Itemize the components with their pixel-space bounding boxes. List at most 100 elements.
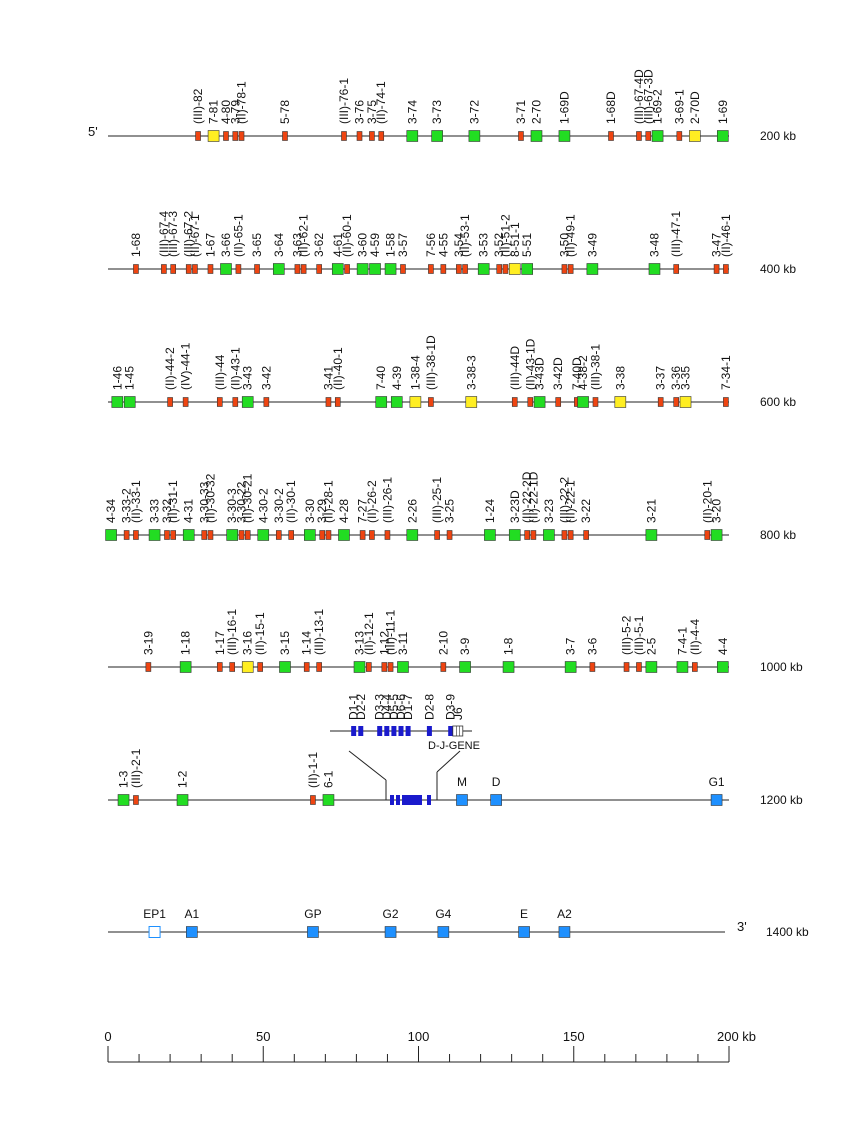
v-gene-box: [207, 264, 214, 274]
gene-label: 4-30-2: [256, 488, 270, 523]
d-cluster-box: [402, 795, 406, 805]
gene-label: 3-49: [585, 233, 599, 257]
v-gene-box: [359, 530, 366, 540]
v-gene-box: [716, 661, 729, 673]
v-gene-box: [235, 264, 242, 274]
v-gene-box: [216, 397, 223, 407]
v-gene-box: [406, 529, 419, 541]
v-gene-box: [282, 131, 288, 141]
gene-label: 3-71: [514, 100, 528, 124]
gene-label: 4-39: [390, 366, 404, 390]
gene-label: 3-75: [365, 100, 379, 124]
gene-label: 3-33-2: [120, 488, 134, 523]
gene-label: (II)-74-1: [374, 81, 388, 124]
v-gene-box: [148, 529, 161, 541]
gene-label: (II)-43-1D: [523, 338, 537, 390]
gene-label: 3-60: [356, 233, 370, 257]
gene-label: 3-73: [430, 100, 444, 124]
row-end-label: 1000 kb: [760, 660, 803, 674]
v-gene-box: [272, 263, 285, 275]
v-gene-box: [254, 264, 260, 274]
v-gene-box: [325, 530, 332, 540]
v-gene-box: [692, 662, 698, 672]
v-gene-box: [123, 396, 136, 408]
v-gene-box: [304, 529, 316, 541]
gene-label: (III)-44: [213, 354, 227, 390]
v-gene-box: [341, 131, 347, 141]
gene-label: 3-15: [278, 631, 292, 655]
gene-label: (II)-4-4: [688, 619, 702, 655]
v-gene-box: [207, 130, 220, 142]
d-segment-label: D1-1: [347, 694, 361, 720]
v-gene-box: [303, 662, 310, 672]
gene-label: (II)-20-1: [700, 480, 714, 523]
gene-label: 3-38-3: [464, 355, 478, 390]
gene-label: 6-1: [321, 770, 335, 788]
constant-gene-box: [186, 926, 198, 938]
gene-label: (II)-67-1: [188, 214, 202, 257]
gene-label: (II)-31-1: [166, 480, 180, 523]
constant-gene-box: [518, 926, 530, 938]
v-gene-box: [428, 264, 434, 274]
v-gene-box: [651, 130, 664, 142]
gene-label: 2-10: [436, 631, 450, 655]
d-segment-label: D6-6: [394, 694, 408, 720]
gene-label: 3-53: [477, 233, 491, 257]
gene-label: 3-30-33: [197, 481, 211, 523]
gene-label: EP1: [143, 907, 166, 921]
scale-tick-label: 50: [256, 1029, 270, 1044]
gene-label: 3-30-22: [235, 481, 249, 523]
v-gene-box: [462, 264, 468, 274]
d-cluster-box: [427, 795, 431, 805]
d-cluster-box: [396, 795, 400, 805]
d-segment-label: D2-2: [354, 694, 368, 720]
v-gene-box: [232, 397, 239, 407]
gene-label: 3-47: [710, 233, 724, 257]
v-gene-box: [316, 662, 322, 672]
gene-label: GP: [304, 907, 321, 921]
gene-label: 3-66: [219, 233, 233, 257]
v-gene-box: [518, 131, 524, 141]
v-gene-box: [216, 662, 223, 672]
gene-label: 4-28: [337, 499, 351, 523]
v-gene-box: [257, 529, 270, 541]
gene-label: (III)-67-4D: [632, 69, 646, 124]
gene-label: (III)-67-3D: [641, 69, 655, 124]
gene-label: 4-38-2: [576, 355, 590, 390]
gene-label: 4-59: [368, 233, 382, 257]
v-gene-box: [263, 397, 270, 407]
v-gene-box: [704, 530, 711, 540]
d-segment-label: J6: [451, 707, 465, 720]
d-cluster-box: [418, 795, 422, 805]
v-gene-box: [179, 661, 192, 673]
gene-label: (II)-26-2: [365, 480, 379, 523]
gene-label: 1-45: [123, 366, 137, 390]
v-gene-box: [543, 529, 555, 541]
gene-label: (II)-53-1: [458, 214, 472, 257]
v-gene-box: [238, 530, 245, 540]
constant-gene-box: [456, 794, 468, 806]
v-gene-box: [331, 263, 344, 275]
gene-label: 3-23: [542, 499, 556, 523]
locus-row: 600 kb1-461-45(II)-44-2(IV)-44-1(III)-44…: [108, 335, 796, 409]
gene-label: 3-29: [315, 499, 329, 523]
gene-label: 3-7: [564, 637, 578, 655]
row-end-label: 600 kb: [760, 395, 796, 409]
row-end-label: 400 kb: [760, 262, 796, 276]
five-prime-label: 5': [88, 124, 98, 139]
gene-label: 3-54: [452, 233, 466, 257]
v-gene-box: [384, 263, 397, 275]
d-segment-label: D3-3: [373, 694, 387, 720]
v-gene-box: [431, 130, 443, 142]
gene-label: D: [492, 775, 501, 789]
gene-label: (III)-5-1: [632, 615, 646, 655]
v-gene-box: [207, 530, 214, 540]
gene-label: 3-33: [148, 499, 162, 523]
v-gene-box: [334, 397, 341, 407]
v-gene-box: [229, 662, 235, 672]
